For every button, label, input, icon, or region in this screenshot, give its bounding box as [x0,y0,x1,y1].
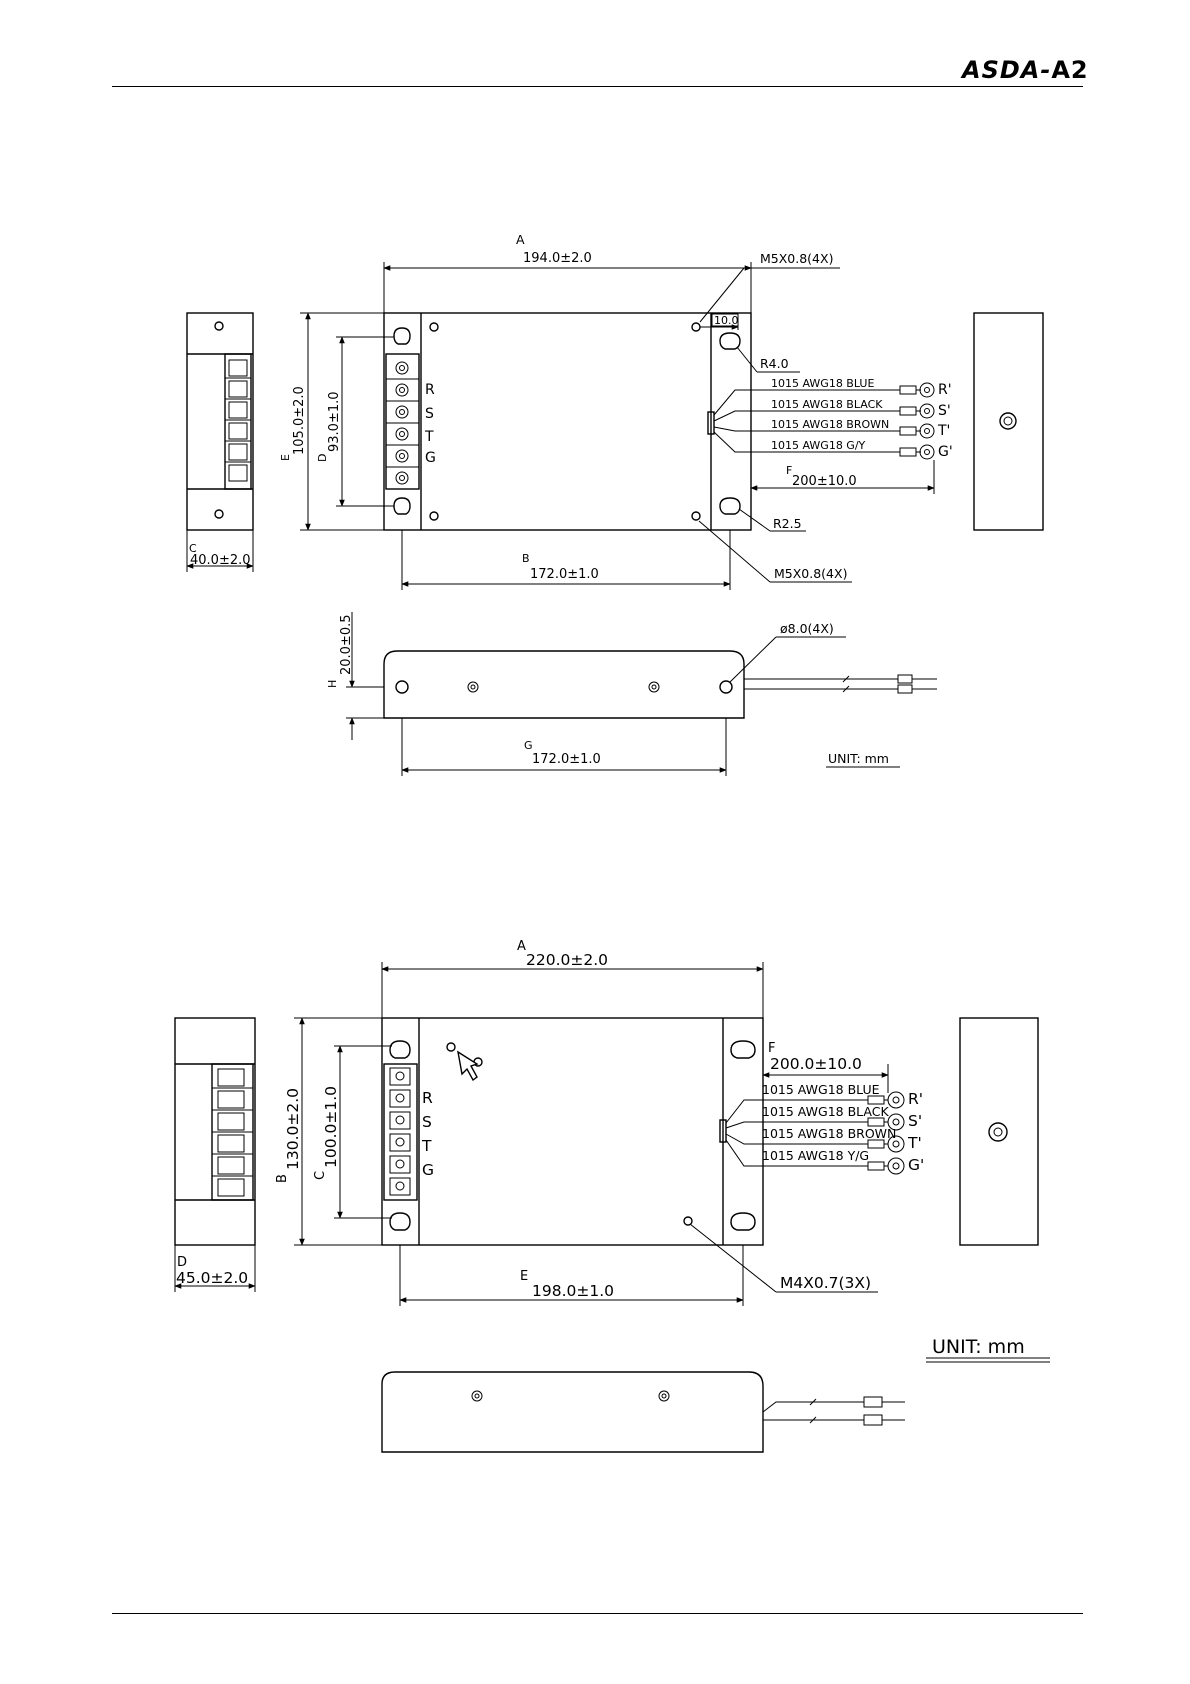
d2-wire-blue: 1015 AWG18 BLUE [762,1082,880,1097]
d1-dim-g-value: 172.0±1.0 [532,752,601,767]
d1-wire-black: 1015 AWG18 BLACK [771,398,883,411]
diagram2: D 45.0±2.0 [174,939,1050,1453]
d2-top-view: R S T G [275,939,1050,1363]
d1-wire-blue: 1015 AWG18 BLUE [771,377,874,390]
d2-dim-f-label: F [768,1041,775,1056]
d2-terminal-s: S [422,1113,432,1131]
d2-output-t: T' [907,1134,922,1152]
brand-logo: ASDA-A2 [962,56,1089,84]
d2-dim-e-label: E [520,1269,528,1284]
d1-output-g: G' [938,444,953,460]
d1-front-view: ø8.0(4X) H 20.0±0.5 G 172.0±1.0 UNIT: mm [326,612,937,776]
d1-unit: UNIT: mm [828,751,889,766]
d1-radius-bottom: R2.5 [773,516,802,531]
d1-hole-dia: ø8.0(4X) [780,621,834,636]
d1-terminal-g: G [425,450,436,466]
d2-side-view-right [959,1017,1039,1246]
d1-wire-brown: 1015 AWG18 BROWN [771,418,889,431]
d1-dim-b-value: 172.0±1.0 [530,567,599,582]
d2-output-s: S' [908,1112,922,1130]
d1-dim-g-label: G [524,739,533,752]
d1-screw-bottom: M5X0.8(4X) [774,566,847,581]
d2-dim-b-value: 130.0±2.0 [284,1088,302,1170]
d1-dim-d-label: D [316,454,329,462]
d1-terminal-r: R [425,382,435,398]
d2-dim-b-label: B [275,1174,290,1183]
d1-dim-e-label: E [279,454,292,461]
d1-dim-f-value: 200±10.0 [792,474,857,489]
d1-terminal-s: S [425,406,434,422]
d2-side-view-left: D 45.0±2.0 [174,1017,256,1292]
d2-output-g: G' [908,1156,924,1174]
d1-screw-top: M5X0.8(4X) [760,251,833,266]
d1-output-t: T' [937,423,950,439]
d2-dim-c-value: 100.0±1.0 [322,1086,340,1168]
d2-wire-black: 1015 AWG18 BLACK [762,1104,889,1119]
d1-wire-gy: 1015 AWG18 G/Y [771,439,866,452]
d1-side-view-right [973,312,1044,531]
d2-output-r: R' [908,1090,923,1108]
footer-rule [112,1613,1083,1614]
d1-dim-b-label: B [522,552,530,565]
d1-dim-a-value: 194.0±2.0 [523,251,592,266]
d2-wire-brown: 1015 AWG18 BROWN [762,1126,896,1141]
d2-dim-a-value: 220.0±2.0 [526,951,608,969]
d1-output-r: R' [938,382,952,398]
d2-wire-yg: 1015 AWG18 Y/G [762,1148,869,1163]
d2-unit: UNIT: mm [932,1336,1025,1358]
d1-top-view: R S T G [279,232,953,590]
d2-dim-d-label: D [177,1255,187,1270]
d1-dim-d-value: 93.0±1.0 [327,391,342,452]
d1-terminal-t: T [424,429,434,445]
header-rule [112,86,1083,87]
d1-dim-h-value: 20.0±0.5 [339,614,354,675]
d2-terminal-r: R [422,1089,433,1107]
d2-dim-a-label: A [517,939,526,954]
d2-dim-e-value: 198.0±1.0 [532,1282,614,1300]
d1-dim-c-value: 40.0±2.0 [190,553,251,568]
d2-dim-c-label: C [313,1171,328,1180]
d2-dim-f-value: 200.0±10.0 [770,1055,862,1073]
d1-dim-e-value: 105.0±2.0 [292,386,307,455]
d1-dim-f-label: F [786,464,792,477]
d1-dim-c-label: C [189,542,197,555]
diagram1: C 40.0±2.0 [186,232,1044,776]
d2-front-view [381,1371,905,1453]
d1-output-s: S' [938,403,951,419]
d2-terminal-t: T [421,1137,432,1155]
d2-terminal-g: G [422,1161,434,1179]
d1-dim-a-label: A [516,232,525,247]
d1-side-view-left: C 40.0±2.0 [186,312,254,572]
d1-dim-h-label: H [326,680,339,688]
d2-screw: M4X0.7(3X) [780,1274,871,1292]
d1-radius-top: R4.0 [760,356,789,371]
d2-dim-d-value: 45.0±2.0 [176,1269,248,1287]
d1-dim-10: 10.0 [714,314,739,327]
